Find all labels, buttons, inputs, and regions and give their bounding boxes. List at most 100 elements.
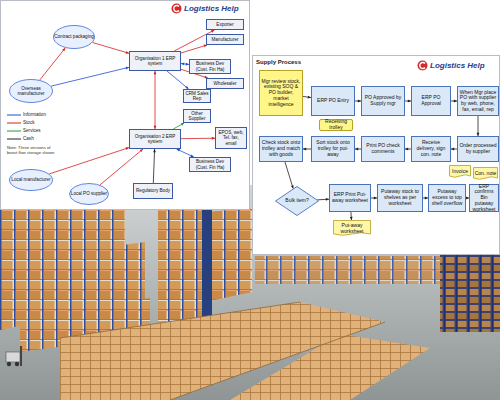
node-text: Other Supplier	[185, 111, 209, 122]
system-box: CRM Sales Rep	[183, 89, 211, 103]
arrow-head	[405, 148, 408, 151]
entity-circle: Local manufacturer	[9, 169, 53, 191]
logo-swirl	[174, 6, 179, 12]
arrow-head	[154, 71, 157, 74]
connector-line	[350, 212, 352, 220]
arrow-head	[211, 30, 214, 33]
logo-mark	[417, 60, 428, 71]
connector-line	[285, 162, 293, 189]
note-box: Mgr review stock, existing SOQ & PO buil…	[259, 70, 303, 116]
system-box: Business Dev (Cust. Fin Ha)	[189, 59, 231, 74]
pallet-edge	[60, 302, 385, 400]
legend-item: Services	[7, 127, 41, 134]
process-box: Sort stock onto trolley for put-away	[311, 136, 355, 162]
system-box: Other Supplier	[183, 109, 211, 123]
node-text: CRM Sales Rep	[185, 91, 209, 102]
connector-line	[100, 149, 143, 185]
legend-text: Services	[23, 128, 41, 133]
arrow-head	[204, 45, 207, 48]
node-text: Receiving trolley	[321, 119, 351, 131]
legend-text: Stock	[23, 120, 35, 125]
connector-line	[303, 149, 311, 150]
arrow-head	[303, 148, 306, 151]
forklift-body	[6, 352, 20, 362]
node-text: Mgr review stock, existing SOQ & PO buil…	[261, 79, 301, 108]
distant-racks	[255, 256, 440, 284]
connector	[49, 147, 129, 174]
system-box: Business Dev (Cust. Fin Ha)	[189, 157, 231, 172]
circle-outline	[54, 26, 95, 49]
process-box: Print PO check comments	[361, 136, 405, 162]
trolley-tag: Receiving trolley	[319, 119, 353, 131]
node-text: Business Dev (Cust. Fin Ha)	[191, 61, 229, 72]
arrow-head	[291, 185, 294, 188]
process-box: ERP confirms Bin putaway worksheet	[469, 184, 499, 212]
node-text: Organisation 2 ERP system	[131, 134, 179, 145]
process-box: When Mgr place PO with supplier by web, …	[457, 86, 499, 116]
forklift-mast	[20, 346, 22, 366]
connector	[350, 212, 353, 220]
node-text: Receive delivery, sign con. note	[413, 140, 449, 157]
connector-line	[478, 116, 479, 136]
connector-line	[93, 43, 129, 54]
node-text: Regulatory Body	[136, 188, 170, 193]
legend-line-sample	[7, 137, 21, 141]
node-text: Business Dev (Cust. Fin Ha)	[191, 159, 229, 170]
connector	[154, 71, 157, 129]
process-box: Putaway stock to shelves as per workshee…	[377, 184, 423, 212]
node-text: Wholesaler	[214, 81, 237, 86]
connector-line	[49, 148, 129, 174]
node-text: ERP PO Entry	[317, 98, 349, 104]
system-box: Organisation 2 ERP system	[129, 129, 181, 149]
connector-line	[181, 138, 215, 139]
node-text: ERP Print Put-away worksheet	[331, 192, 369, 204]
node-text: When Mgr place PO with supplier by web, …	[459, 90, 497, 113]
panel-title: Supply Process	[256, 59, 301, 65]
diamond-outline	[276, 187, 319, 216]
connector-line	[181, 63, 189, 65]
process-box: Receive delivery, sign con. note	[411, 136, 451, 162]
logo-mark	[171, 3, 182, 14]
connector	[303, 148, 311, 151]
logo-text: Logistics Help	[430, 61, 485, 70]
system-box: Organisation 1 ERP system	[129, 51, 181, 71]
arrow-head	[355, 148, 358, 151]
node-text: Print PO check comments	[363, 143, 403, 155]
legend-text: Information	[23, 112, 46, 117]
system-box: Regulatory Body	[133, 183, 173, 199]
process-box: Putaway excess to top shelf overflow	[428, 184, 466, 212]
system-box: Wholesaler	[206, 78, 244, 89]
connector-line	[181, 45, 207, 53]
document-outline	[334, 221, 371, 236]
arrow-head	[181, 123, 184, 126]
node-text: Contract packaging	[54, 34, 94, 39]
arrow-head	[350, 217, 353, 220]
legend-line	[7, 130, 21, 131]
node-text: Sort stock onto trolley for put-away	[313, 140, 353, 157]
legend-item: Cash	[7, 135, 34, 142]
process-box: ERP PO Entry	[311, 86, 355, 116]
document-shape: Invoice	[449, 165, 471, 179]
connector	[181, 45, 207, 53]
logo-swirl	[420, 63, 425, 69]
connector-line	[153, 149, 154, 183]
node-text: Con. note	[475, 171, 497, 177]
connector-line	[40, 48, 66, 80]
process-panel: Mgr review stock, existing SOQ & PO buil…	[252, 55, 500, 255]
process-box: ERP PO Approval	[411, 86, 451, 116]
connector	[317, 198, 329, 201]
node-text: Putaway stock to shelves as per workshee…	[379, 189, 421, 206]
supply-chain-panel: Contract packaging ExporterOrganisation 1…	[0, 0, 250, 210]
connector	[181, 137, 215, 140]
connector-line	[51, 67, 129, 86]
circle-outline	[70, 184, 109, 205]
connector-line	[167, 71, 189, 89]
arrow-head	[62, 48, 65, 51]
logo-text: Logistics Help	[184, 4, 239, 13]
legend-line-sample	[7, 113, 21, 117]
system-box: Exporter	[206, 19, 244, 30]
node-text: Putaway excess to top shelf overflow	[430, 189, 464, 206]
connector	[303, 96, 311, 99]
node-text: EPOS, web, Tel. fax, email	[217, 130, 245, 146]
rack-row	[205, 208, 252, 302]
